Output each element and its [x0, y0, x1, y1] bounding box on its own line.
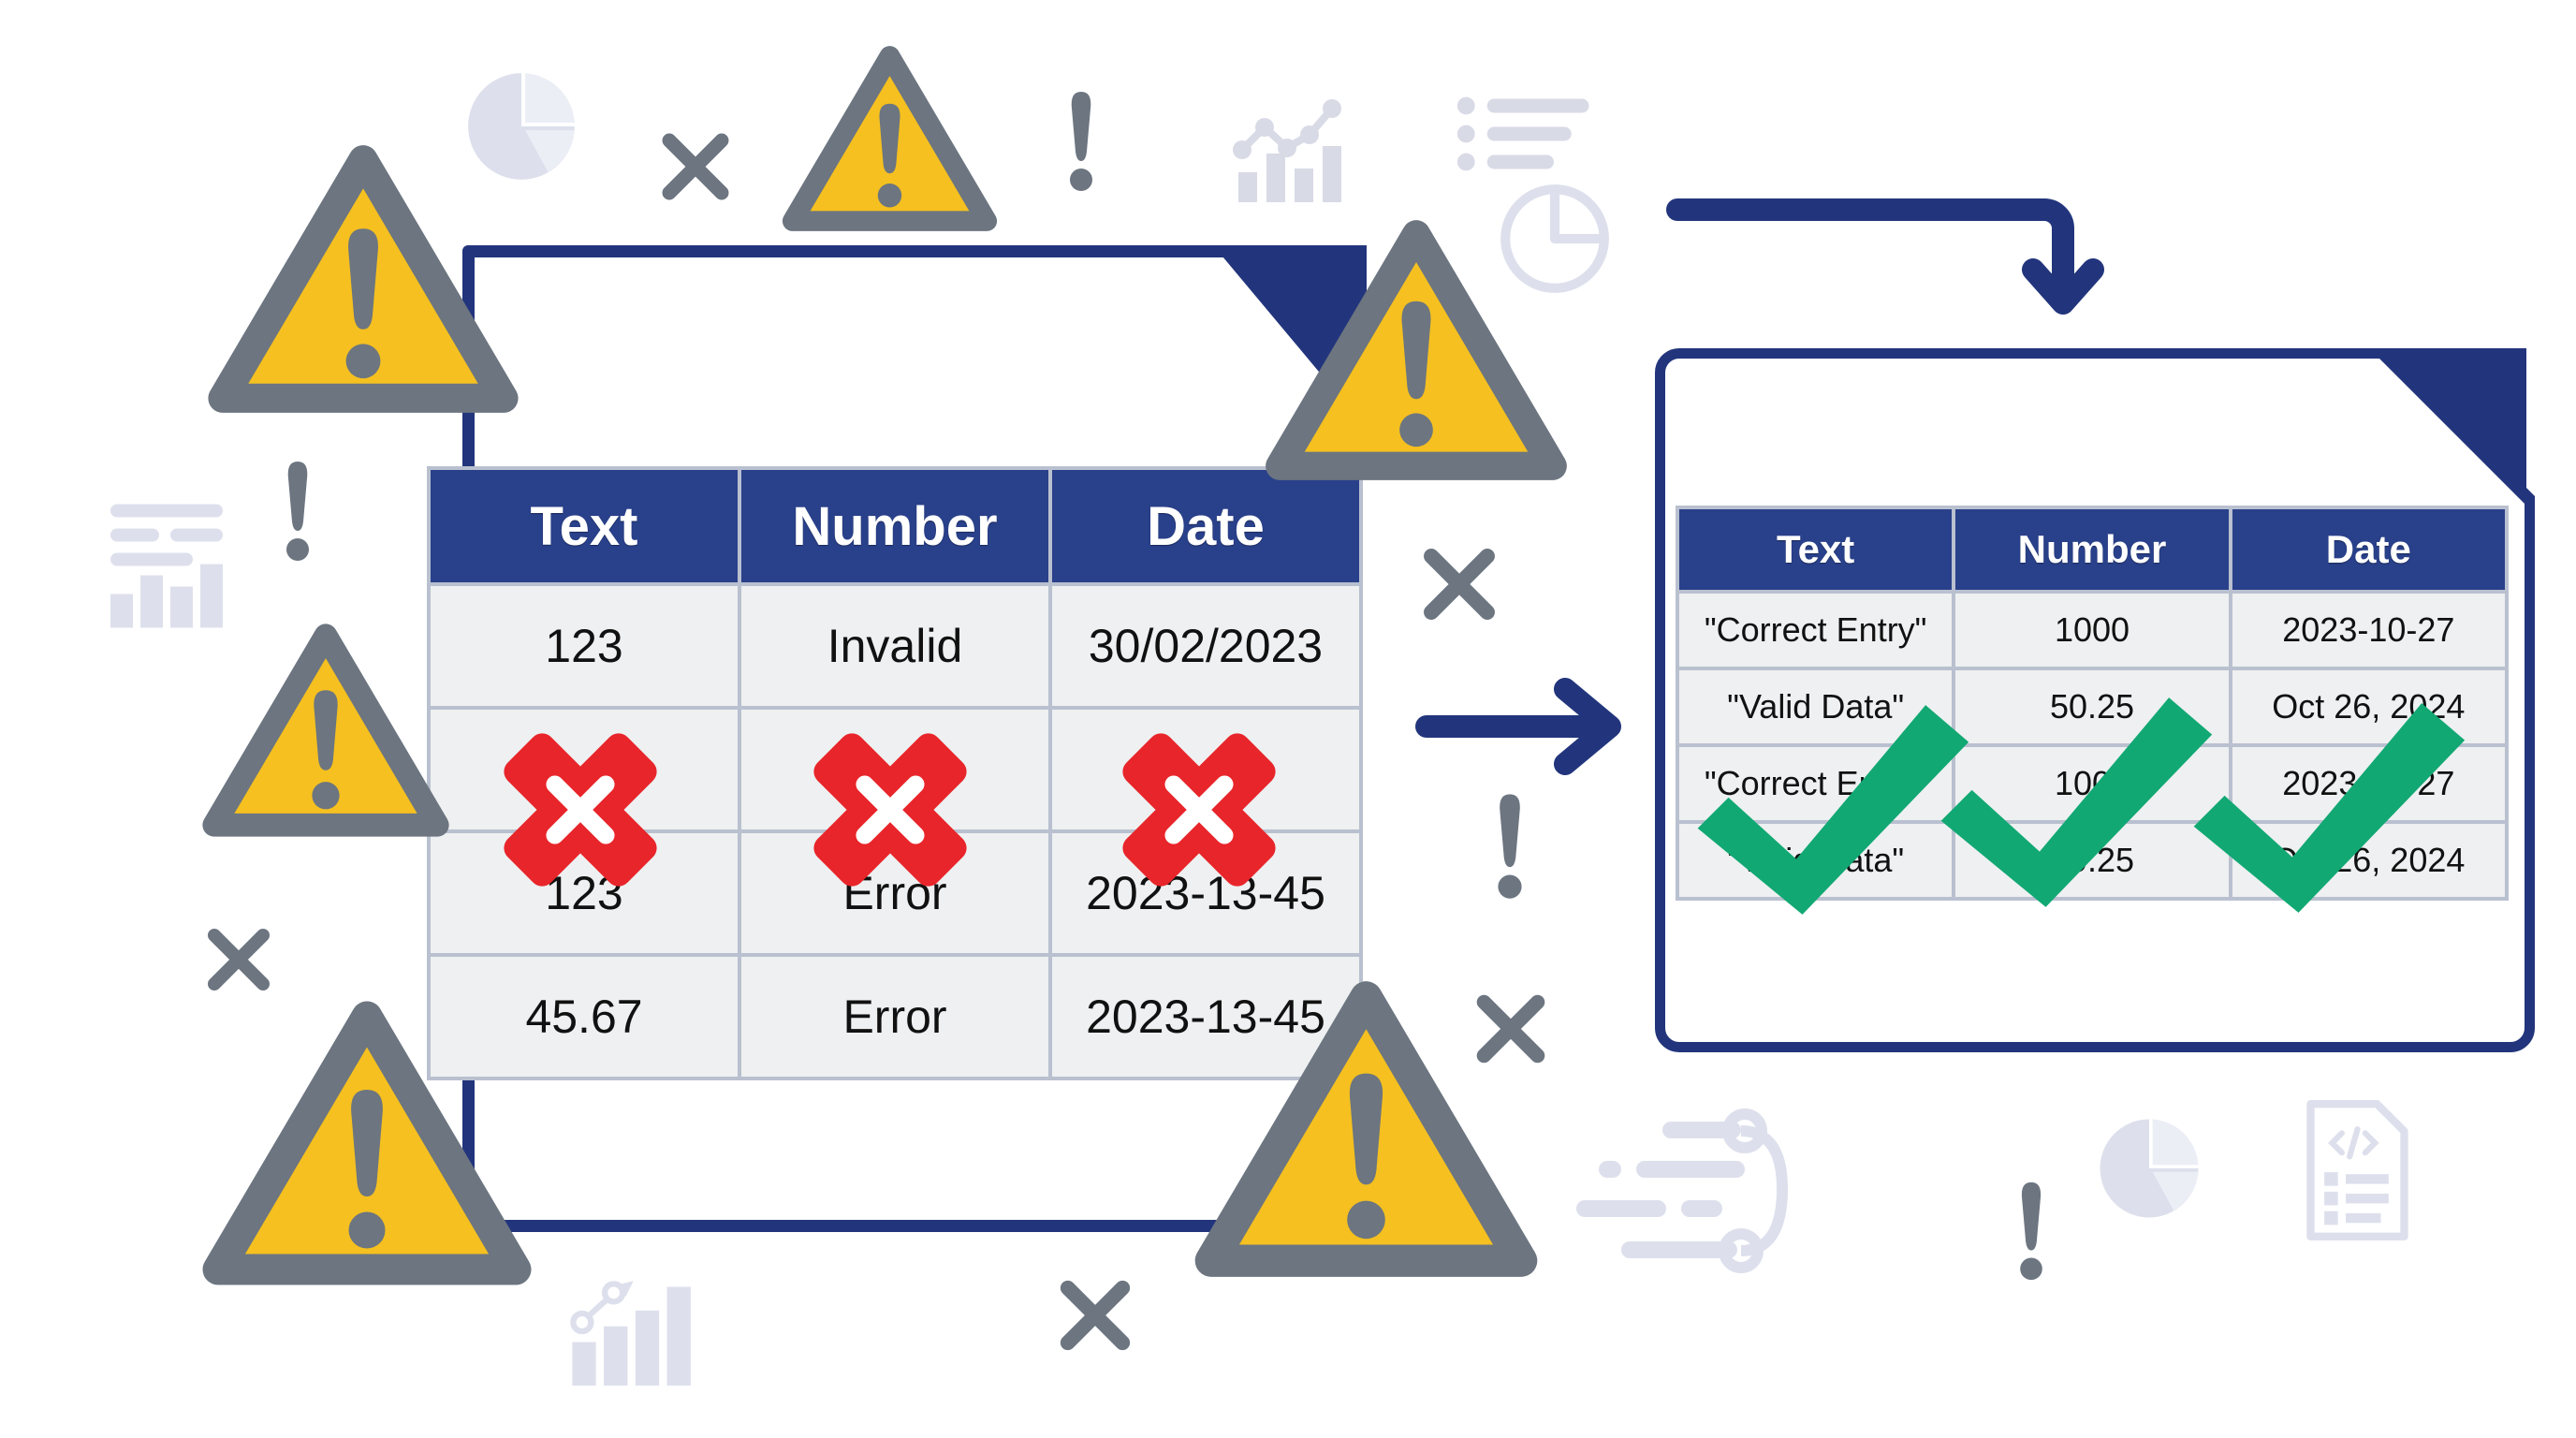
exclamation-glyph-4	[2020, 1181, 2042, 1281]
table-row: 123 Invalid 30/02/2023	[431, 586, 1359, 706]
cell-number: 1000	[1955, 594, 2229, 667]
warning-triangle-bottom-left	[202, 1001, 532, 1285]
pie-chart-solid-icon-bottom-right	[2100, 1119, 2199, 1218]
x-glyph-2	[1424, 549, 1495, 620]
cell-number: 50.25	[1955, 824, 2229, 897]
column-header-text: Text	[1679, 509, 1953, 590]
cell-date: 2023-13-45	[1052, 833, 1359, 953]
text-lines-bar-chart-icon-left	[110, 504, 223, 628]
exclamation-glyph-1	[1070, 92, 1092, 191]
table-row: "Correct Entry" 1000 2023-10-27	[1679, 747, 2505, 820]
code-document-icon-bottom-right	[2306, 1099, 2408, 1240]
x-glyph-5	[1060, 1280, 1131, 1351]
table-row: "Correct Entry" 1000 2023-10-27	[1679, 594, 2505, 667]
table-header-row: Text Number Date	[1679, 509, 2505, 590]
pie-chart-outline-icon-top-right	[1500, 184, 1609, 293]
cell-text: "Valid Data"	[1679, 670, 1953, 743]
bullet-list-icon-top-right	[1456, 96, 1589, 171]
cell-text: "Correct Entry"	[1679, 747, 1953, 820]
cell-text: "Valid Data"	[1679, 824, 1953, 897]
exclamation-glyph-3	[1498, 794, 1522, 899]
table-row: "Valid Data" 50.25 Oct 26, 2024	[1679, 824, 2505, 897]
cell-number: 50.25	[1955, 670, 2229, 743]
flow-lines-icon-bottom-right	[1576, 1108, 1789, 1273]
cell-number: Error	[741, 957, 1048, 1077]
warning-triangle-middle-left	[202, 624, 449, 837]
cell-number: 1000	[1955, 747, 2229, 820]
cell-text: 123	[431, 586, 738, 706]
table-row: 123 Error 2023-13-45	[431, 833, 1359, 953]
cell-text: 45.67	[431, 957, 738, 1077]
column-header-text: Text	[431, 470, 738, 582]
line-bar-chart-icon-top-center	[1233, 99, 1341, 202]
x-glyph-1	[662, 133, 729, 200]
cell-date: 2023-10-27	[2232, 594, 2505, 667]
cell-date	[1052, 710, 1359, 829]
exclamation-glyph-2	[286, 462, 309, 561]
warning-triangle-top-center	[782, 46, 998, 231]
table-row: "Valid Data" 50.25 Oct 26, 2024	[1679, 670, 2505, 743]
cell-date: Oct 26, 2024	[2232, 824, 2505, 897]
cell-number: Invalid	[741, 586, 1048, 706]
pie-chart-solid-icon-top-left	[468, 73, 575, 180]
column-header-number: Number	[1955, 509, 2229, 590]
column-header-number: Number	[741, 470, 1048, 582]
column-header-date: Date	[2232, 509, 2505, 590]
cell-date: Oct 26, 2024	[2232, 670, 2505, 743]
column-header-date: Date	[1052, 470, 1359, 582]
table-row	[431, 710, 1359, 829]
cell-text: "Correct Entry"	[1679, 594, 1953, 667]
warning-triangle-bottom-right	[1194, 981, 1538, 1277]
table-header-row: Text Number Date	[431, 470, 1359, 582]
warning-triangle-top-right	[1266, 220, 1567, 480]
cell-number	[741, 710, 1048, 829]
x-glyph-4	[1476, 994, 1545, 1064]
transform-arrow	[1415, 678, 1621, 775]
valid-data-table: Text Number Date "Correct Entry" 1000 20…	[1676, 506, 2509, 901]
cell-text: 123	[431, 833, 738, 953]
x-glyph-3	[208, 929, 270, 990]
cell-text	[431, 710, 738, 829]
table-row: 45.67 Error 2023-13-45	[431, 957, 1359, 1077]
cell-date: 30/02/2023	[1052, 586, 1359, 706]
cell-number: Error	[741, 833, 1048, 953]
cell-date: 2023-10-27	[2232, 747, 2505, 820]
line-bar-chart-icon-bottom-left	[570, 1281, 691, 1386]
top-routing-arrow	[1666, 198, 2104, 315]
warning-triangle-top-left	[208, 145, 519, 413]
cell-date: 2023-13-45	[1052, 957, 1359, 1077]
